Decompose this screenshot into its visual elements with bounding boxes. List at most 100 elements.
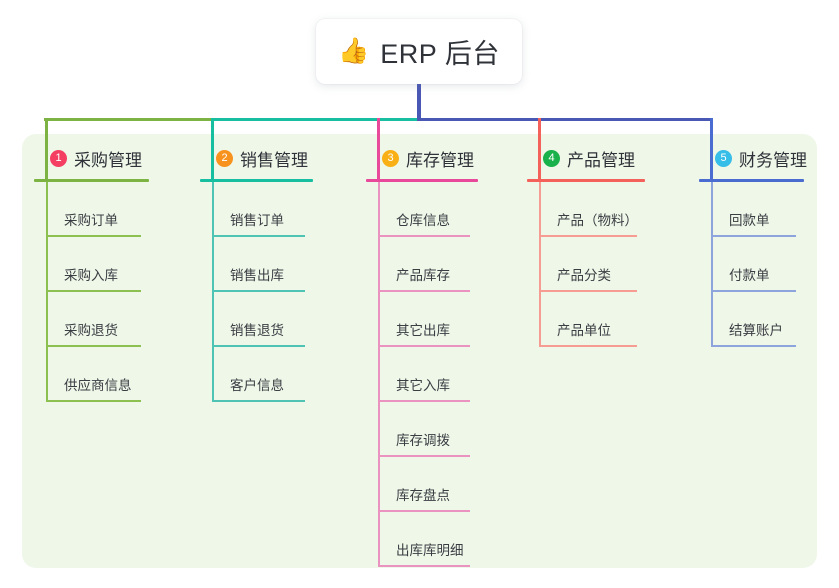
- menu-item-label: 供应商信息: [64, 378, 132, 393]
- column-badge-2: 2: [216, 149, 233, 167]
- menu-item-rule: [46, 400, 141, 402]
- column-spine-1: [46, 182, 48, 402]
- menu-item-rule: [212, 235, 305, 237]
- menu-item[interactable]: 付款单: [711, 237, 807, 292]
- menu-item-label: 销售退货: [230, 323, 284, 338]
- menu-item[interactable]: 其它出库: [378, 292, 478, 347]
- menu-item[interactable]: 产品单位: [539, 292, 645, 347]
- menu-item[interactable]: 仓库信息: [378, 182, 478, 237]
- column-badge-3: 3: [382, 149, 399, 167]
- column-5: 5 财务管理回款单付款单结算账户: [699, 146, 807, 347]
- menu-item-rule: [711, 235, 796, 237]
- menu-item-rule: [539, 290, 637, 292]
- column-header-5[interactable]: 5 财务管理: [699, 146, 807, 170]
- menu-item-rule: [378, 510, 470, 512]
- column-stub-2: [211, 118, 214, 179]
- menu-item-rule: [539, 345, 637, 347]
- menu-item-rule: [378, 455, 470, 457]
- thumbs-up-icon: 👍: [338, 37, 370, 65]
- menu-item-rule: [46, 290, 141, 292]
- menu-item-label: 库存调拨: [396, 433, 450, 448]
- menu-item[interactable]: 产品库存: [378, 237, 478, 292]
- menu-item-label: 采购退货: [64, 323, 118, 338]
- column-badge-4: 4: [543, 149, 560, 167]
- column-header-rule-3: [366, 179, 478, 182]
- menu-item[interactable]: 销售订单: [212, 182, 313, 237]
- root-node-card[interactable]: 👍 ERP 后台: [316, 19, 522, 84]
- column-badge-1: 1: [50, 149, 67, 167]
- menu-item-label: 其它入库: [396, 378, 450, 393]
- menu-item-label: 产品分类: [557, 268, 611, 283]
- root-node-content: 👍 ERP 后台: [338, 32, 500, 71]
- menu-item-label: 库存盘点: [396, 488, 450, 503]
- menu-item-rule: [378, 290, 470, 292]
- menu-item[interactable]: 供应商信息: [46, 347, 149, 402]
- menu-item-label: 其它出库: [396, 323, 450, 338]
- menu-item[interactable]: 库存调拨: [378, 402, 478, 457]
- menu-item-rule: [539, 235, 637, 237]
- column-items-3: 仓库信息产品库存其它出库其它入库库存调拨库存盘点出库库明细: [378, 182, 478, 567]
- column-items-5: 回款单付款单结算账户: [711, 182, 807, 347]
- column-header-rule-1: [34, 179, 149, 182]
- root-title: ERP 后台: [380, 39, 500, 69]
- bus-segment-green: [44, 118, 212, 121]
- menu-item-rule: [46, 235, 141, 237]
- menu-item-label: 采购入库: [64, 268, 118, 283]
- column-items-1: 采购订单采购入库采购退货供应商信息: [46, 182, 149, 402]
- bus-segment-teal: [212, 118, 419, 121]
- menu-item-rule: [378, 235, 470, 237]
- menu-item[interactable]: 采购订单: [46, 182, 149, 237]
- menu-item-rule: [46, 345, 141, 347]
- column-header-rule-2: [200, 179, 313, 182]
- menu-item-label: 客户信息: [230, 378, 284, 393]
- menu-item-label: 销售订单: [230, 213, 284, 228]
- menu-item[interactable]: 结算账户: [711, 292, 807, 347]
- menu-item[interactable]: 客户信息: [212, 347, 313, 402]
- menu-item[interactable]: 产品（物料）: [539, 182, 645, 237]
- menu-item-rule: [212, 345, 305, 347]
- menu-item[interactable]: 产品分类: [539, 237, 645, 292]
- column-stub-3: [377, 118, 380, 179]
- root-stem-connector: [417, 84, 421, 121]
- column-stub-5: [710, 118, 713, 179]
- column-2: 2 销售管理销售订单销售出库销售退货客户信息: [200, 146, 313, 402]
- column-header-rule-5: [699, 179, 804, 182]
- menu-item[interactable]: 其它入库: [378, 347, 478, 402]
- menu-item-label: 产品库存: [396, 268, 450, 283]
- menu-item[interactable]: 回款单: [711, 182, 807, 237]
- menu-item-label: 付款单: [729, 268, 770, 283]
- column-stub-1: [45, 118, 48, 179]
- menu-item-label: 产品单位: [557, 323, 611, 338]
- column-header-2[interactable]: 2 销售管理: [200, 146, 313, 170]
- menu-item[interactable]: 销售出库: [212, 237, 313, 292]
- column-spine-2: [212, 182, 214, 402]
- menu-item[interactable]: 销售退货: [212, 292, 313, 347]
- menu-item[interactable]: 出库库明细: [378, 512, 478, 567]
- menu-item-label: 结算账户: [729, 323, 783, 338]
- column-spine-3: [378, 182, 380, 567]
- menu-item-rule: [212, 400, 305, 402]
- menu-item-label: 回款单: [729, 213, 770, 228]
- menu-item[interactable]: 采购入库: [46, 237, 149, 292]
- column-header-3[interactable]: 3 库存管理: [366, 146, 478, 170]
- menu-item[interactable]: 库存盘点: [378, 457, 478, 512]
- menu-item-label: 产品（物料）: [557, 213, 638, 228]
- column-title-5: 财务管理: [739, 150, 807, 170]
- menu-item-label: 出库库明细: [396, 543, 464, 558]
- column-spine-4: [539, 182, 541, 347]
- column-title-3: 库存管理: [406, 150, 474, 170]
- bus-segment-blue: [417, 118, 713, 121]
- column-3: 3 库存管理仓库信息产品库存其它出库其它入库库存调拨库存盘点出库库明细: [366, 146, 478, 567]
- columns-panel: [22, 134, 817, 568]
- column-title-2: 销售管理: [240, 150, 308, 170]
- menu-item-label: 销售出库: [230, 268, 284, 283]
- column-badge-5: 5: [715, 149, 732, 167]
- menu-item[interactable]: 采购退货: [46, 292, 149, 347]
- menu-item-rule: [378, 345, 470, 347]
- menu-item-rule: [212, 290, 305, 292]
